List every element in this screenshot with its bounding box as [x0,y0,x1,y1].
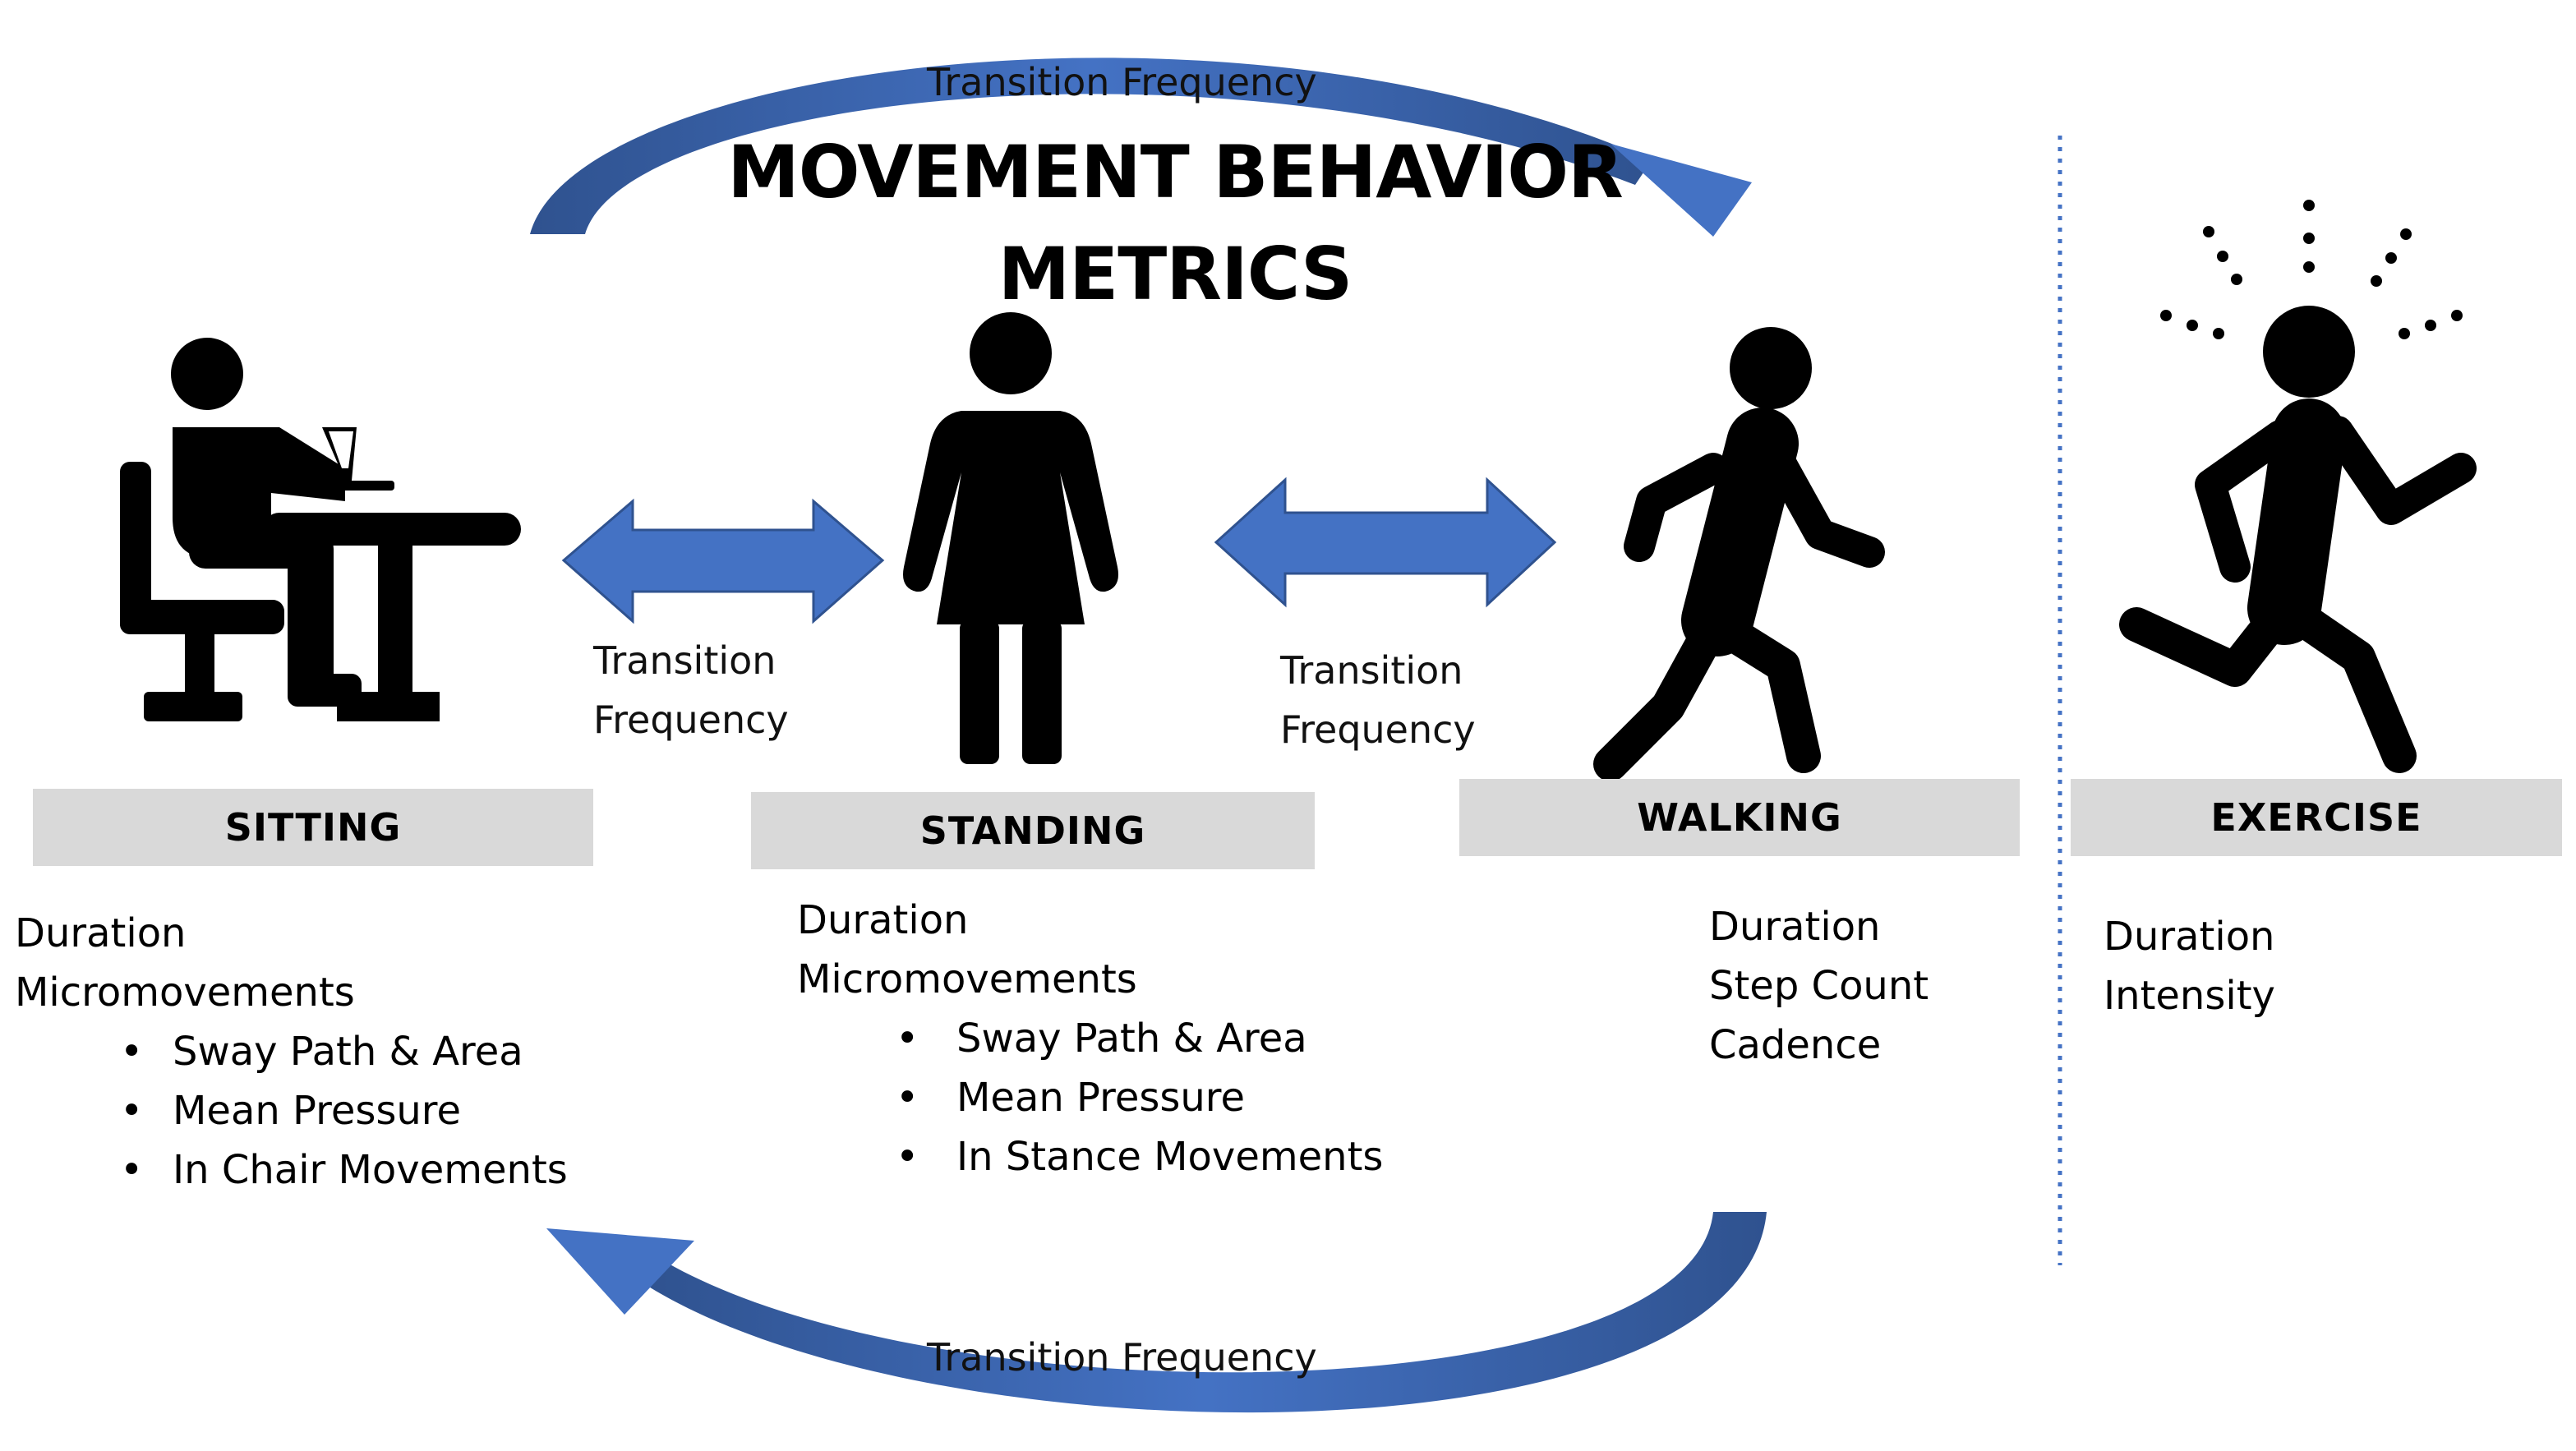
metric-item: Duration [797,897,969,943]
sub-metric-item: •Sway Path & Area [120,1029,523,1075]
sitting-label-box: SITTING [33,789,593,866]
sit-stand-transition-label: Transition Frequency [593,631,789,749]
metric-item: Duration [1709,904,1881,950]
frequency-word: Frequency [1280,707,1476,752]
sub-metric-list: •Sway Path & Area •Mean Pressure •In Cha… [120,1022,568,1200]
sub-metric-list: •Sway Path & Area •Mean Pressure •In Sta… [896,1009,1384,1186]
metric-item: Micromovements [15,970,355,1016]
sub-metric-item: •Mean Pressure [896,1075,1245,1121]
top-transition-arrow [530,58,1752,237]
diagram-title: MOVEMENT BEHAVIOR METRICS [723,122,1627,325]
top-transition-label: Transition Frequency [927,60,1317,104]
frequency-word: Frequency [593,698,789,742]
metric-item: Micromovements [797,956,1137,1002]
exercise-label-box: EXERCISE [2071,779,2562,856]
metric-item: Cadence [1709,1022,1882,1068]
sitting-label: SITTING [224,805,402,850]
standing-label-box: STANDING [751,792,1315,869]
walking-label-box: WALKING [1459,779,2020,856]
standing-metrics: Duration Micromovements •Sway Path & Are… [797,891,1383,1186]
sub-metric-item: •In Chair Movements [120,1147,568,1193]
sitting-metrics: Duration Micromovements •Sway Path & Are… [15,904,568,1200]
title-line-1: MOVEMENT BEHAVIOR [727,130,1624,214]
metric-item: Duration [15,910,187,956]
sit-stand-double-arrow [561,498,885,624]
transition-word: Transition [593,638,776,683]
bottom-transition-label: Transition Frequency [927,1335,1317,1380]
exercise-label: EXERCISE [2210,795,2422,840]
sub-metric-item: •Mean Pressure [120,1088,461,1134]
transition-word: Transition [1280,648,1463,693]
sub-metric-item: •Sway Path & Area [896,1016,1307,1062]
stand-walk-double-arrow [1214,477,1557,608]
metric-item: Intensity [2104,973,2275,1019]
person-sitting-at-desk-icon [120,338,521,721]
person-exercising-icon [2119,200,2477,773]
stand-walk-transition-label: Transition Frequency [1280,641,1476,759]
standing-label: STANDING [919,808,1146,853]
exercise-metrics: Duration Intensity [2104,907,2275,1025]
metric-item: Step Count [1709,963,1929,1009]
person-standing-icon [903,312,1118,764]
bottom-transition-arrow [546,1212,1767,1413]
metric-item: Duration [2104,914,2275,960]
walking-label: WALKING [1637,795,1842,840]
person-walking-icon [1593,327,1885,781]
title-line-2: METRICS [998,232,1353,316]
sub-metric-item: •In Stance Movements [896,1134,1384,1180]
walking-metrics: Duration Step Count Cadence [1709,897,1929,1075]
